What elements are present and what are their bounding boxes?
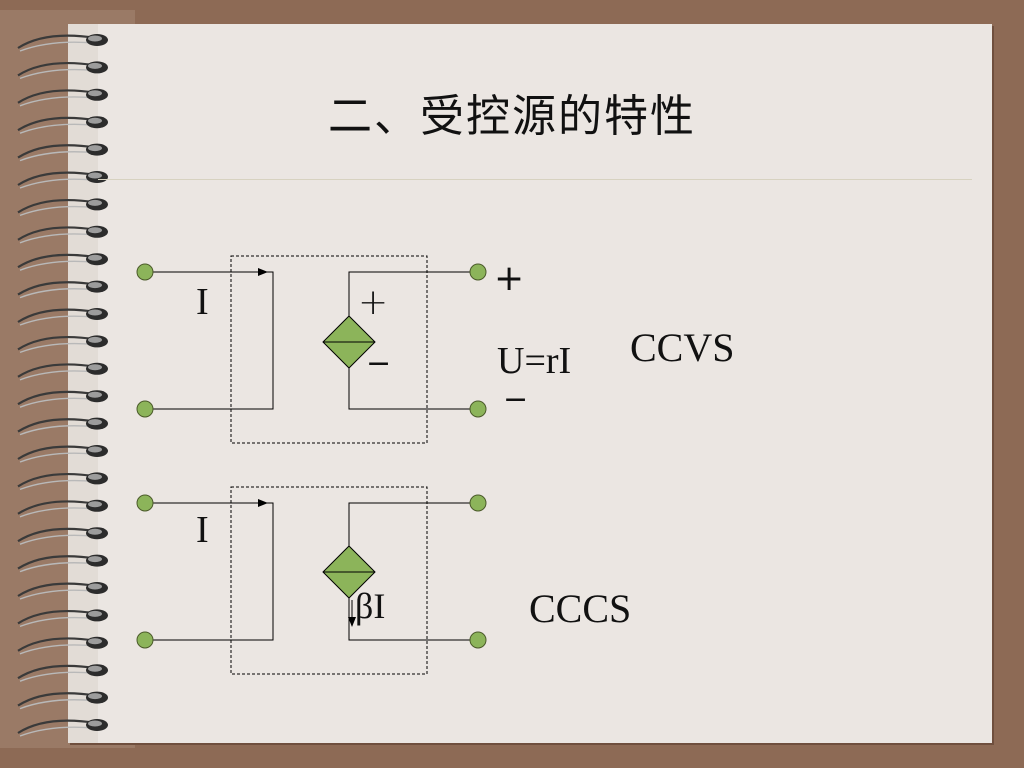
cccs-terminal-in-bottom xyxy=(136,631,154,649)
spiral-coil xyxy=(17,499,108,518)
ccvs-output-wire xyxy=(348,271,478,410)
ccvs-source-plus: + xyxy=(358,282,389,323)
ccvs-output-plus: + xyxy=(494,258,525,299)
spiral-coil xyxy=(17,88,108,107)
ccvs-dashed-box xyxy=(230,255,428,444)
spiral-coil xyxy=(17,34,108,52)
cccs-circuit xyxy=(136,486,487,675)
spiral-coil xyxy=(17,554,108,573)
spiral-coil xyxy=(17,527,108,545)
spiral-coil xyxy=(17,636,108,655)
page-title: 二、受控源的特性 xyxy=(328,91,696,142)
ccvs-input-wire-top xyxy=(145,271,274,410)
ccvs-terminal-in-top xyxy=(136,263,154,281)
cccs-terminal-out-bottom xyxy=(469,631,487,649)
spiral-coil xyxy=(17,335,108,354)
spiral-coil xyxy=(17,308,108,326)
ccvs-terminal-in-bottom xyxy=(136,400,154,418)
cccs-dashed-box xyxy=(230,486,428,675)
cccs-terminal-out-top xyxy=(469,494,487,512)
spiral-coil xyxy=(17,280,108,299)
spiral-coil xyxy=(17,582,108,600)
spiral-coil xyxy=(17,225,108,244)
spiral-coil xyxy=(17,609,108,628)
cccs-terminal-in-top xyxy=(136,494,154,512)
spiral-coil xyxy=(17,362,108,381)
spiral-coil xyxy=(17,472,108,491)
cccs-name: CCCS xyxy=(529,586,632,631)
spiral-coil xyxy=(17,390,108,408)
spiral-coil xyxy=(17,691,108,710)
spiral-coil xyxy=(17,253,108,271)
cccs-current-label: I xyxy=(196,509,209,551)
spiral-coil xyxy=(17,171,108,189)
ccvs-name: CCVS xyxy=(630,325,735,370)
ccvs-terminal-out-top xyxy=(469,263,487,281)
cccs-input-wire xyxy=(145,502,274,641)
ccvs-output-minus: − xyxy=(503,382,529,417)
spiral-coil xyxy=(17,445,108,463)
title-divider xyxy=(98,179,972,180)
ccvs-current-label: I xyxy=(196,281,209,323)
spiral-coil xyxy=(17,143,108,162)
spiral-coil xyxy=(17,719,108,737)
ccvs-circuit xyxy=(136,255,487,444)
spiral-coil xyxy=(17,664,108,682)
ccvs-terminal-out-bottom xyxy=(469,400,487,418)
ccvs-equation: U=rI xyxy=(497,340,572,382)
cccs-source-label: βI xyxy=(355,586,386,626)
spiral-coil xyxy=(17,116,108,134)
spiral-coil xyxy=(17,417,108,436)
spiral-coil xyxy=(17,198,108,217)
slide-paper xyxy=(68,24,992,743)
spiral-coil xyxy=(17,61,108,80)
cccs-output-wire xyxy=(348,502,478,641)
binding-strip xyxy=(68,24,98,743)
ccvs-source-minus: − xyxy=(366,346,392,381)
